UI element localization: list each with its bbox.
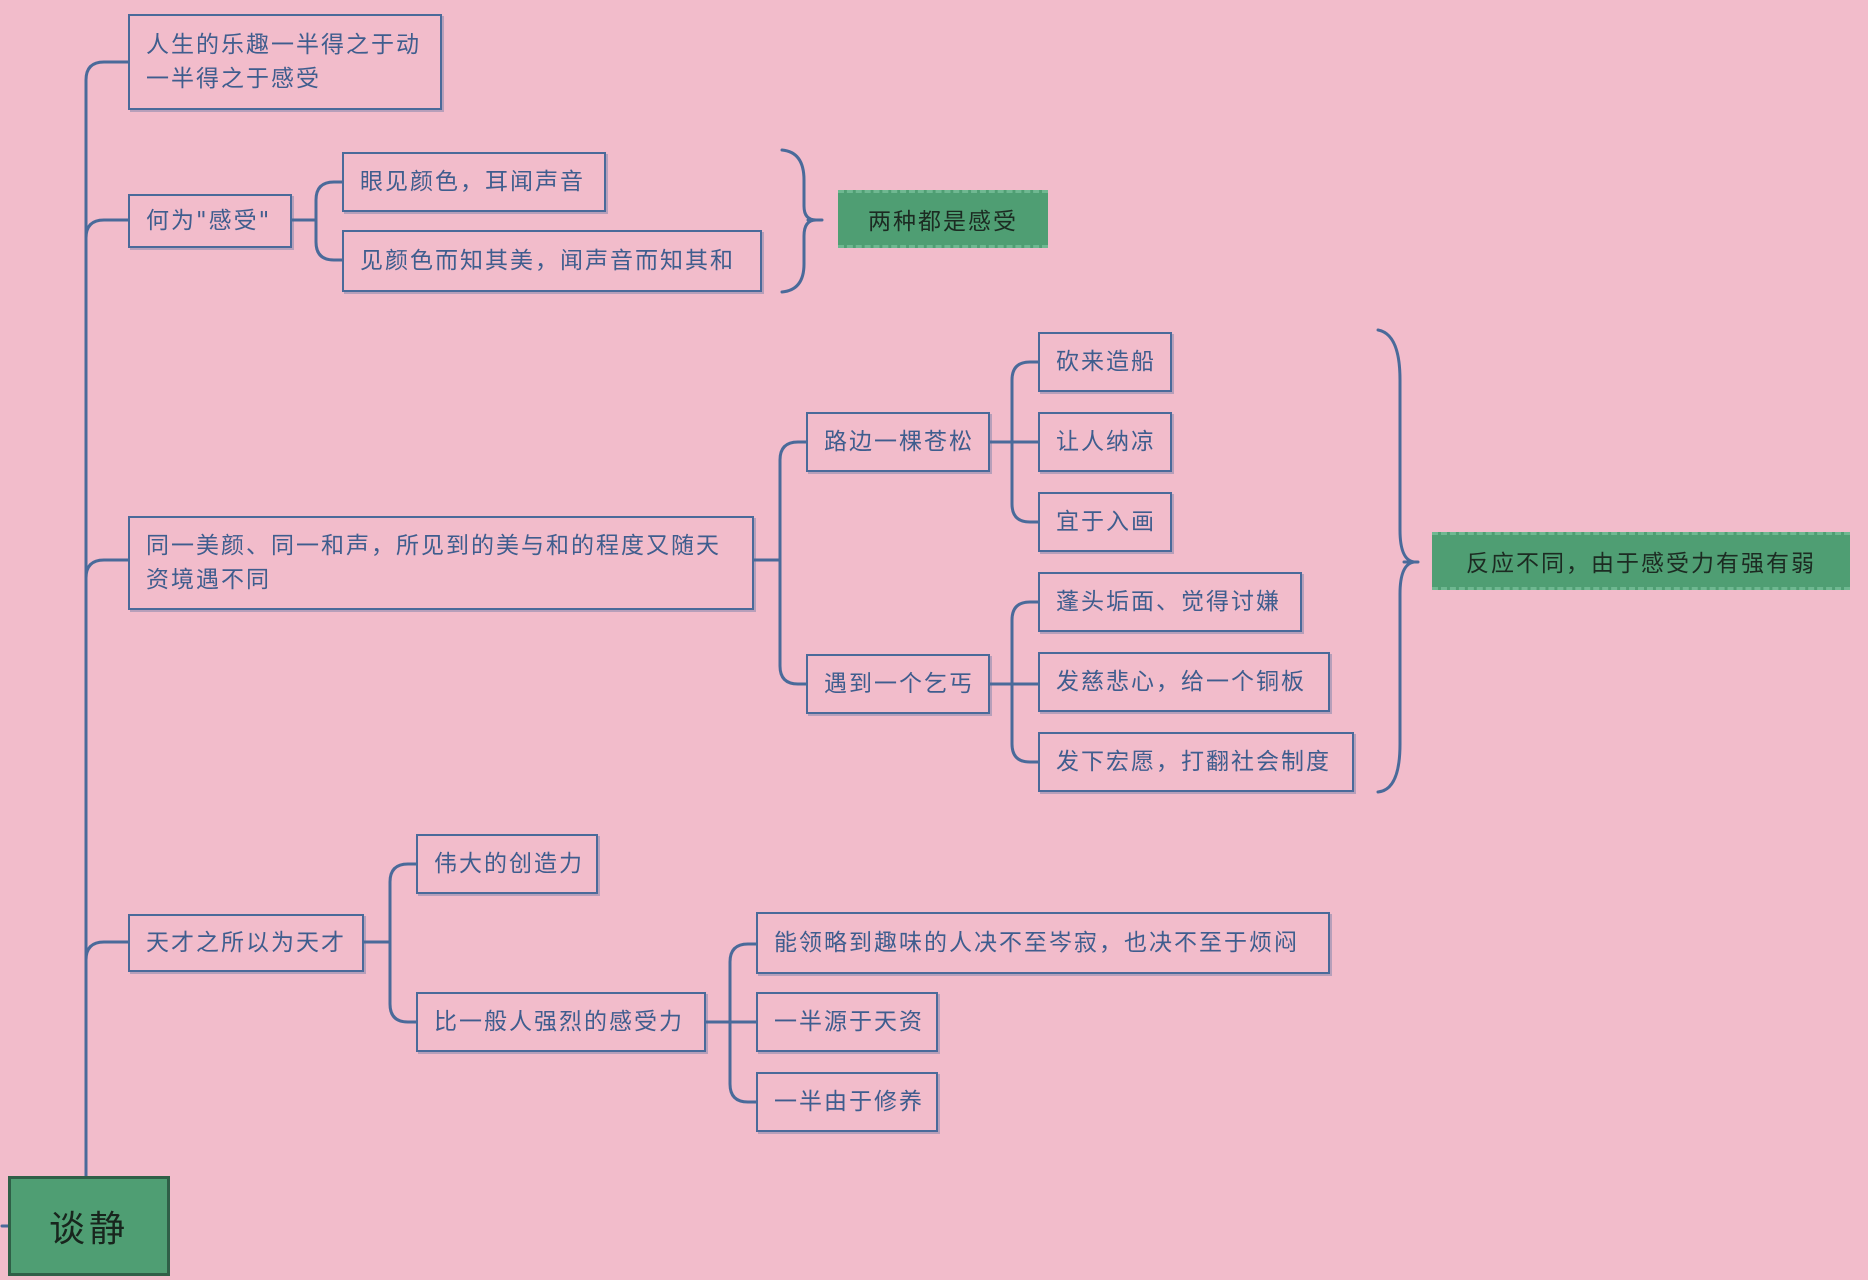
- link-n3-split: [752, 440, 808, 686]
- node-beggar: 遇到一个乞丐: [806, 654, 990, 714]
- node-shade: 让人纳凉: [1038, 412, 1172, 472]
- link-n2: [84, 218, 130, 240]
- link-n4: [84, 940, 130, 962]
- node-genius: 天才之所以为天才: [128, 914, 364, 972]
- root-trunk-line: [84, 60, 130, 1178]
- node-see-colors: 眼见颜色，耳闻声音: [342, 152, 606, 212]
- node-strong-feeling: 比一般人强烈的感受力: [416, 992, 706, 1052]
- summary-both-feelings: 两种都是感受: [838, 190, 1048, 248]
- link-n3: [84, 558, 130, 580]
- node-know-beauty: 见颜色而知其美，闻声音而知其和: [342, 230, 762, 292]
- root-node: 谈静: [8, 1176, 170, 1276]
- link-n2-children: [290, 180, 344, 262]
- node-pity: 发慈悲心，给一个铜板: [1038, 652, 1330, 712]
- node-disgust: 蓬头垢面、觉得讨嫌: [1038, 572, 1302, 632]
- node-never-lonely: 能领略到趣味的人决不至岑寂，也决不至于烦闷: [756, 912, 1330, 974]
- node-creativity: 伟大的创造力: [416, 834, 598, 894]
- node-same-beauty-text: 同一美颜、同一和声，所见到的美与和的程度又随天资境遇不同: [146, 533, 721, 593]
- node-same-beauty: 同一美颜、同一和声，所见到的美与和的程度又随天资境遇不同: [128, 516, 754, 610]
- node-joy-of-life-text: 人生的乐趣一半得之于动 一半得之于感受: [146, 32, 421, 92]
- node-half-talent: 一半源于天资: [756, 992, 938, 1052]
- link-n4-split: [362, 862, 418, 1024]
- summary-different-reactions: 反应不同，由于感受力有强有弱: [1432, 532, 1850, 590]
- link-n4b-children: [704, 942, 758, 1104]
- node-revolution: 发下宏愿，打翻社会制度: [1038, 732, 1354, 792]
- link-n3b-children: [988, 600, 1040, 764]
- node-pine-tree: 路边一棵苍松: [806, 412, 990, 472]
- link-n3a-children: [988, 360, 1040, 524]
- node-half-cultivation: 一半由于修养: [756, 1072, 938, 1132]
- node-what-is-feeling: 何为"感受": [128, 194, 292, 248]
- node-joy-of-life: 人生的乐趣一半得之于动 一半得之于感受: [128, 14, 442, 110]
- node-painting: 宜于入画: [1038, 492, 1172, 552]
- node-build-boat: 砍来造船: [1038, 332, 1172, 392]
